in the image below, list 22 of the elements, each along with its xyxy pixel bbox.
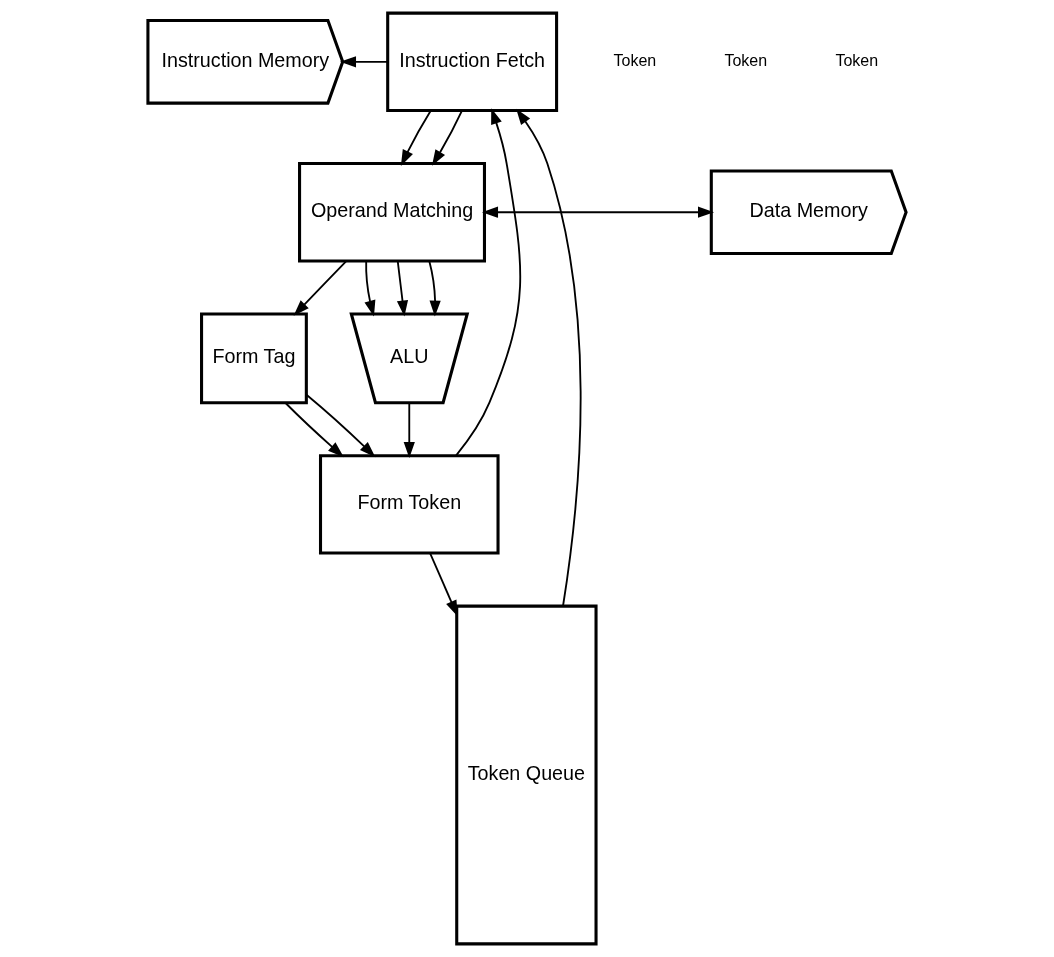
arrow [516, 108, 582, 607]
arrow [482, 206, 715, 218]
arrow [305, 393, 376, 458]
label: Token [835, 51, 879, 70]
arrow [293, 260, 347, 316]
node-box: Operand Matching [298, 162, 486, 263]
arrow [429, 552, 458, 617]
node-box: Form Tag [200, 312, 308, 405]
node-box: Token Queue [455, 604, 598, 946]
arrow [431, 109, 463, 166]
node-box: Instruction Fetch [386, 11, 559, 113]
label: Token [724, 51, 768, 70]
arrow [396, 260, 409, 317]
arrow [455, 108, 522, 457]
arrow [284, 402, 344, 458]
arrow [403, 402, 415, 459]
node-box: Form Token [318, 454, 500, 555]
arrow [400, 109, 432, 166]
arrow [428, 260, 441, 317]
arrow [364, 260, 376, 317]
arrow [339, 56, 389, 68]
label: Token [613, 51, 657, 70]
